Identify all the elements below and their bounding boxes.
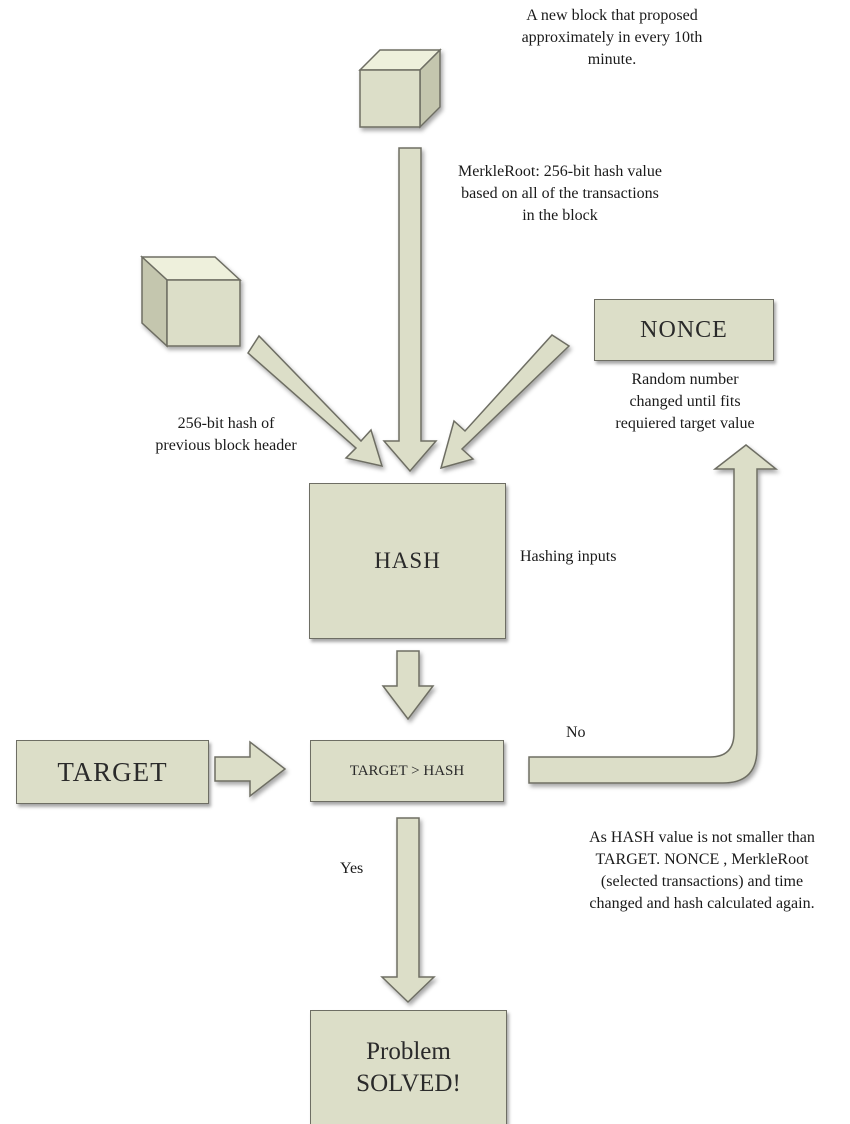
nonce-arrow — [439, 334, 571, 470]
merkle-arrow — [382, 147, 438, 473]
hash-to-compare-arrow — [381, 650, 435, 721]
solved-box: Problem SOLVED! — [310, 1010, 507, 1124]
new-block-cube-icon — [358, 48, 442, 129]
prev-hash-caption: 256-bit hash of previous block header — [155, 415, 297, 454]
yes-arrow — [380, 817, 436, 1004]
no-loop-arrow — [528, 444, 779, 784]
merkle-root-caption: MerkleRoot: 256-bit hash value based on … — [458, 163, 662, 224]
hashing-inputs-caption: Hashing inputs — [520, 548, 617, 565]
retry-caption: As HASH value is not smaller than TARGET… — [589, 829, 815, 912]
compare-box: TARGET > HASH — [310, 740, 504, 802]
target-box: TARGET — [16, 740, 209, 804]
no-caption: No — [566, 724, 586, 741]
nonce-label: NONCE — [640, 316, 728, 343]
previous-block-cube-icon — [140, 255, 242, 348]
target-to-compare-arrow — [214, 740, 287, 798]
compare-label: TARGET > HASH — [349, 762, 465, 779]
hash-label: HASH — [374, 548, 441, 573]
solved-label: Problem SOLVED! — [356, 1038, 461, 1097]
nonce-box: NONCE — [594, 299, 774, 361]
new-block-caption: A new block that proposed approximately … — [521, 7, 703, 68]
yes-caption: Yes — [340, 860, 364, 877]
target-label: TARGET — [57, 756, 168, 787]
prev-hash-arrow — [247, 334, 384, 468]
hash-box: HASH — [309, 483, 506, 639]
nonce-caption: Random number changed until fits requier… — [615, 371, 755, 432]
